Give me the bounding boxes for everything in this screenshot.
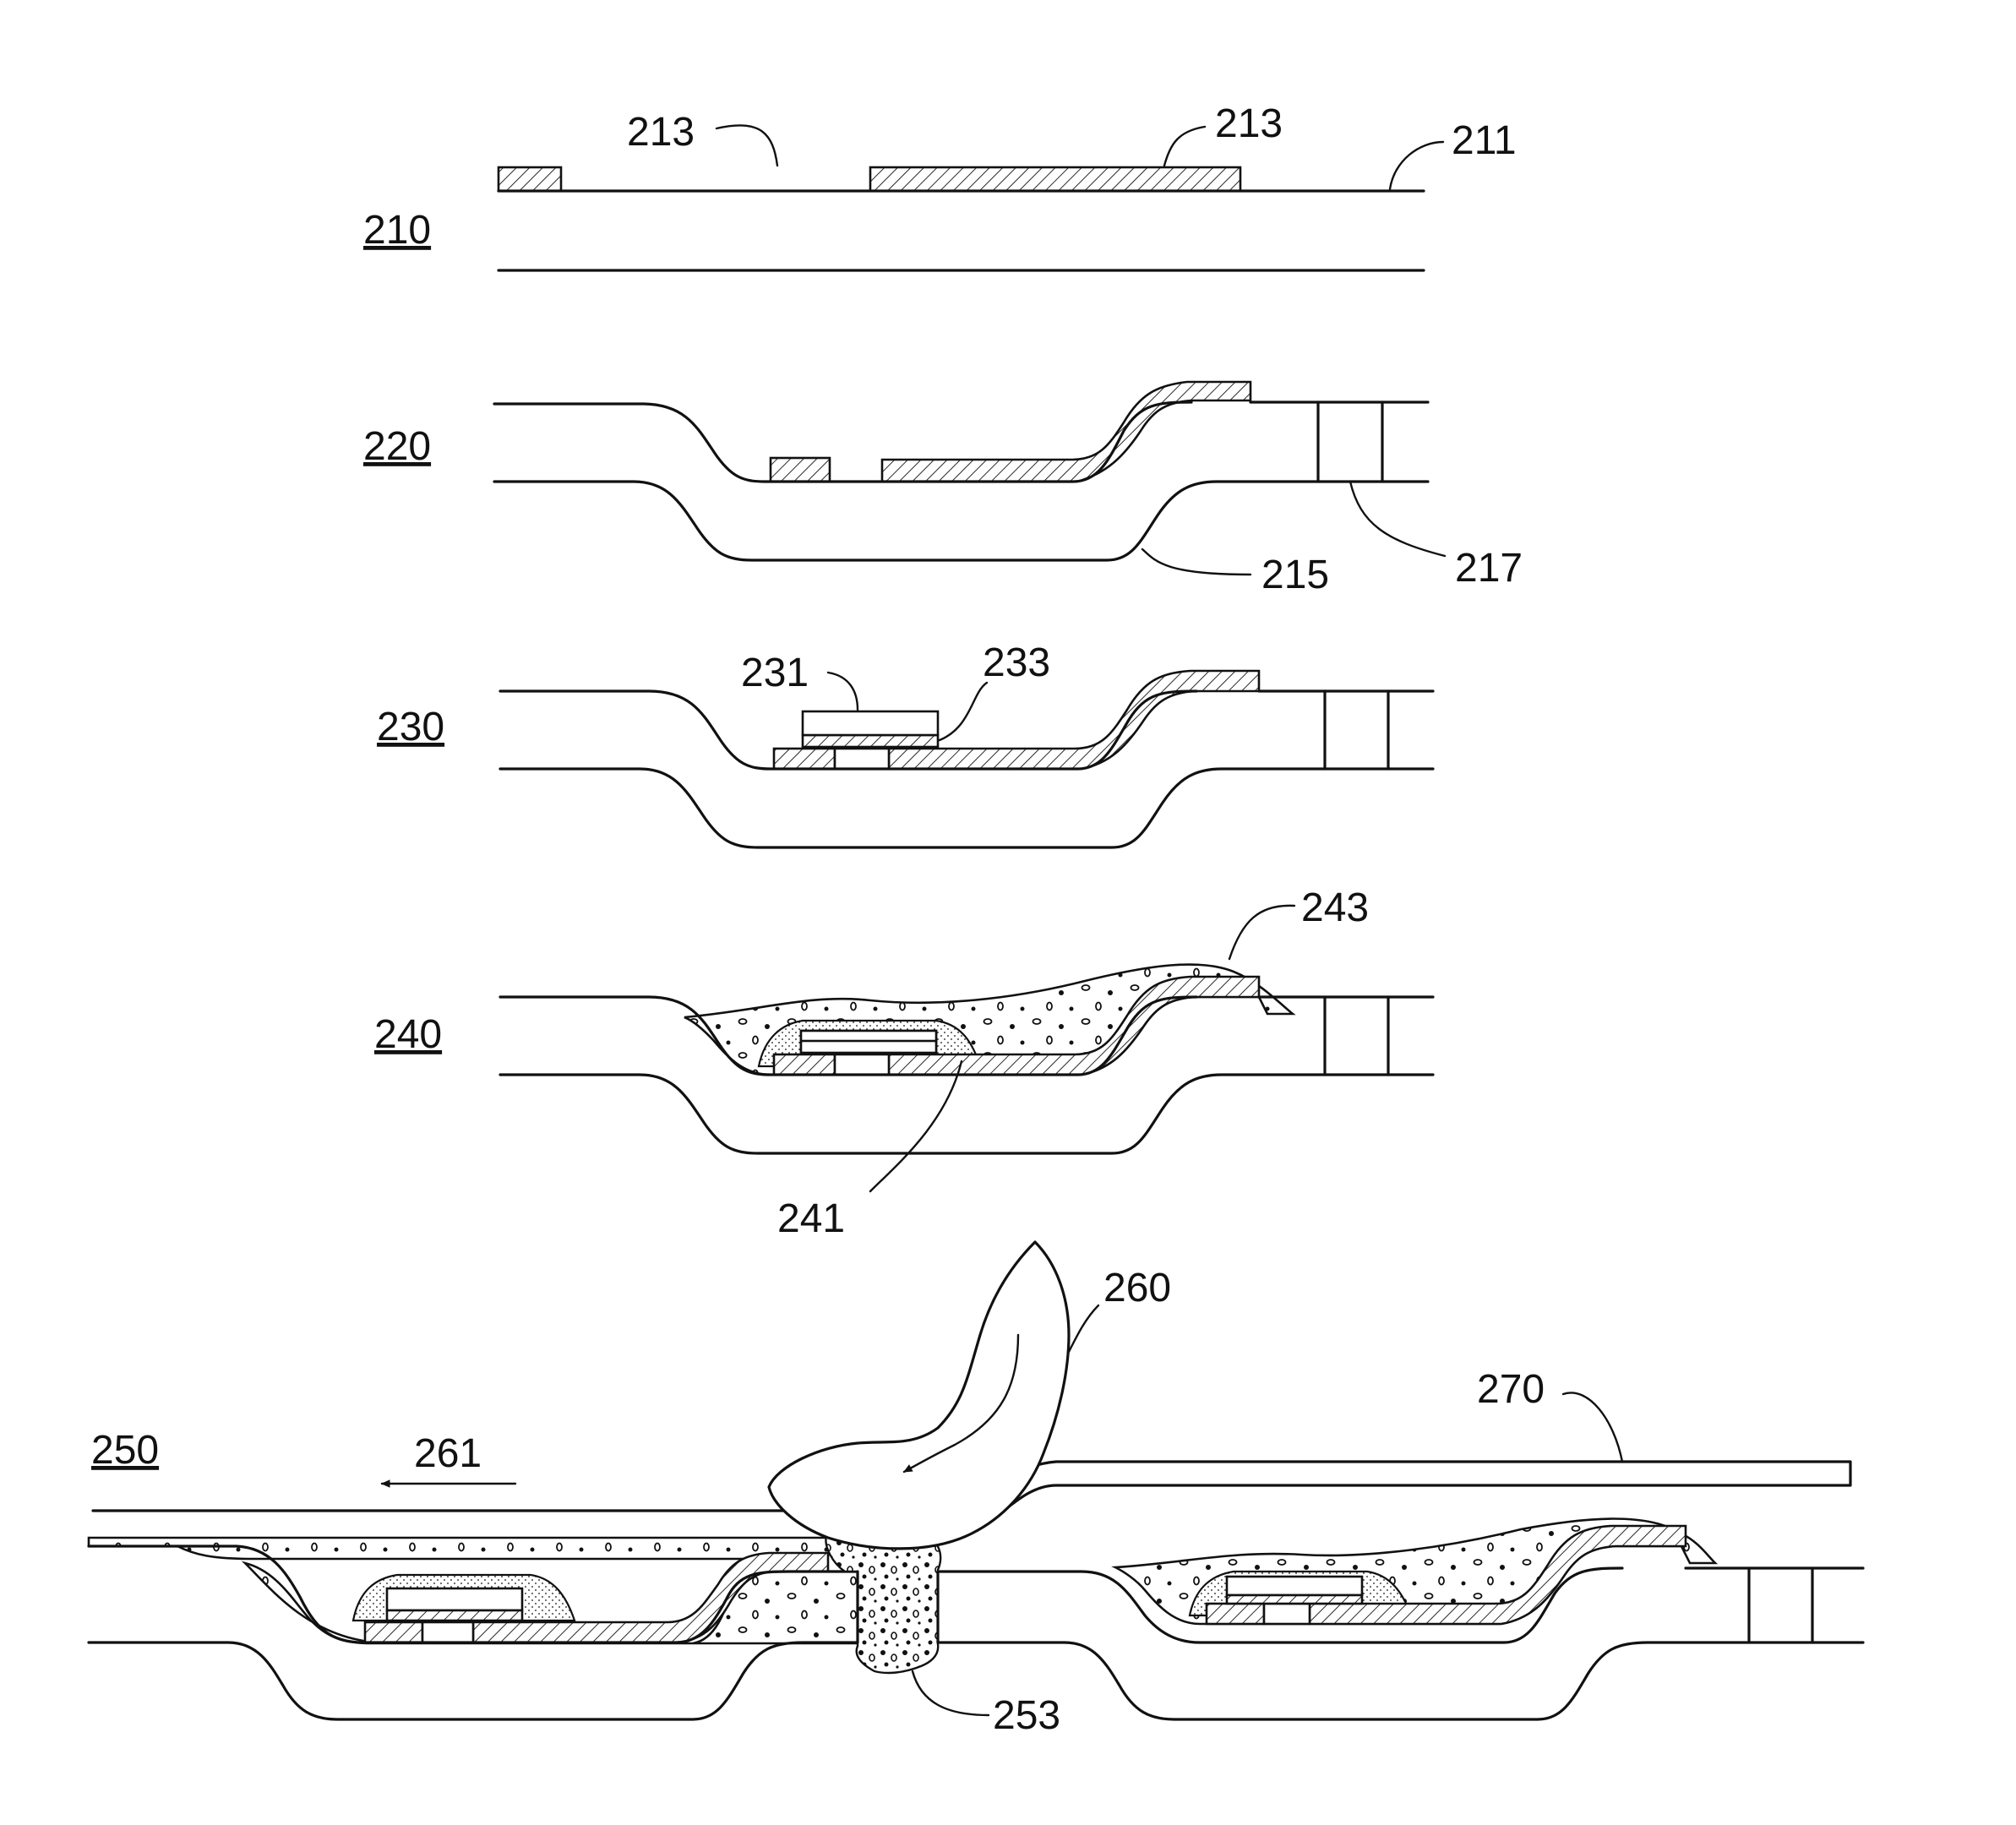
label-215: 215 [1261, 553, 1329, 597]
step-label-210: 210 [363, 208, 431, 253]
leader-270 [1563, 1392, 1622, 1462]
substrate-bottom-profile-250b [938, 1642, 1863, 1719]
label-217: 217 [1455, 546, 1523, 591]
leader-243 [1229, 906, 1294, 959]
leader-213b [1164, 127, 1205, 166]
label-211: 211 [1452, 118, 1517, 163]
label-241: 241 [777, 1196, 845, 1241]
substrate-bottom-profile-230 [500, 769, 1433, 847]
contact-pad-small-220 [771, 458, 830, 482]
leader-253 [913, 1671, 989, 1715]
cover-film-270 [980, 1462, 1850, 1528]
leader-241 [870, 1061, 962, 1191]
gap-pad-240 [835, 1054, 889, 1075]
label-231: 231 [741, 651, 809, 695]
step-220-formed-cavity: 215 217 220 [363, 382, 1523, 597]
step-label-230: 230 [377, 705, 444, 749]
leader-215 [1142, 549, 1250, 575]
component-body-240 [801, 1031, 936, 1041]
hatched-trace-ramp-230 [889, 671, 1259, 769]
hatched-trace-ramp [882, 382, 1250, 482]
contact-pad-213-large [870, 167, 1240, 191]
label-233: 233 [983, 640, 1050, 685]
step-label-250: 250 [91, 1428, 159, 1473]
component-231 [803, 711, 938, 735]
substrate-bottom-profile-240 [500, 1075, 1433, 1153]
leader-233 [940, 683, 987, 740]
contact-pad-213-small [499, 167, 561, 191]
step-210-flat-laminate: 213 213 211 210 [363, 101, 1517, 270]
label-243: 243 [1301, 885, 1369, 930]
solder-layer-250b [1227, 1595, 1362, 1604]
step-label-240: 240 [374, 1012, 442, 1057]
label-270: 270 [1477, 1367, 1545, 1412]
substrate-bottom-profile-250a [89, 1642, 858, 1719]
leader-211 [1390, 142, 1443, 189]
contact-pad-left-250b [1207, 1604, 1264, 1624]
leader-217 [1350, 482, 1445, 556]
gap-pad-230 [835, 749, 889, 769]
leader-260 [1069, 1305, 1098, 1352]
contact-pad-left-250a [365, 1622, 422, 1642]
component-250b [1227, 1577, 1362, 1595]
contact-pad-left-230 [774, 749, 835, 769]
label-213-right: 213 [1215, 101, 1283, 146]
gap-pad-250b [1264, 1604, 1310, 1624]
step-240-encapsulated: 243 241 240 [374, 885, 1433, 1241]
contact-pad-left-240 [774, 1054, 835, 1075]
roller-260 [769, 1242, 1069, 1549]
step-250-lamination: 260 270 261 253 250 [89, 1242, 1863, 1738]
component-250a [387, 1588, 522, 1610]
gap-pad-250a [422, 1622, 473, 1642]
leader-231 [828, 673, 858, 710]
label-261: 261 [414, 1431, 482, 1476]
step-230-component-placed: 231 233 230 [377, 640, 1433, 847]
label-260: 260 [1103, 1266, 1171, 1310]
solder-layer-233 [803, 735, 938, 747]
leader-213a [716, 125, 777, 166]
substrate-bottom-profile-220 [494, 482, 1428, 560]
label-253: 253 [993, 1693, 1060, 1738]
label-213-left: 213 [627, 110, 695, 155]
step-label-220: 220 [363, 424, 431, 469]
solder-layer-250a [387, 1610, 522, 1621]
